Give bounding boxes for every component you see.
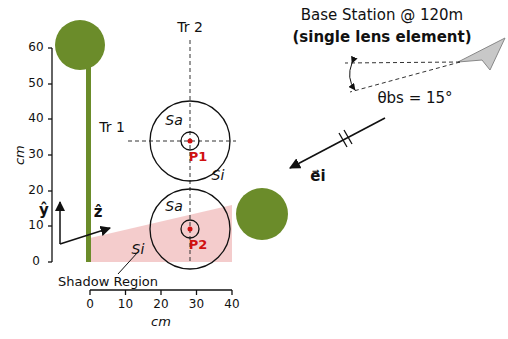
view-line <box>345 62 460 63</box>
x-axis <box>90 290 232 295</box>
point-label: P1 <box>189 150 208 164</box>
tick-label: 20 <box>153 298 168 311</box>
angle-arc <box>350 63 355 90</box>
trace-line <box>128 141 236 142</box>
axis-arrow <box>60 228 110 244</box>
tick-label: 20 <box>28 184 43 197</box>
shadow-region <box>90 205 232 262</box>
tick-label: 10 <box>28 219 43 232</box>
tick-label: 40 <box>224 298 239 311</box>
region-label: Sa <box>165 199 182 214</box>
point-label: P2 <box>189 238 208 252</box>
tick-label: 0 <box>86 298 94 311</box>
view-line <box>350 62 460 92</box>
heading-text: Base Station @ 120m <box>301 7 463 24</box>
point <box>188 227 193 232</box>
tick-label: 60 <box>28 41 43 54</box>
trace-label: Tr 1 <box>99 120 125 135</box>
region-label: Si <box>212 168 225 183</box>
tick-mark <box>344 130 352 144</box>
tree-trunk <box>86 62 91 262</box>
tick-label: 10 <box>118 298 133 311</box>
angle-label: θbs = 15° <box>377 90 452 107</box>
tick-label: 30 <box>28 148 43 161</box>
tick-mark <box>339 133 347 147</box>
tick-label: 30 <box>189 298 204 311</box>
bush <box>236 188 288 240</box>
heading-text: (single lens element) <box>292 29 471 46</box>
region-label: Shadow Region <box>58 275 158 289</box>
regions <box>150 101 230 269</box>
axis-label: ŷ <box>39 202 49 219</box>
region-label: Si <box>132 242 145 257</box>
tick-label: 50 <box>28 77 43 90</box>
axis-arrow <box>59 202 61 244</box>
tree-crown <box>55 20 105 70</box>
tick-label: 40 <box>28 112 43 125</box>
axis-unit: cm <box>151 315 171 329</box>
y-axis <box>48 48 52 262</box>
vector-arrow <box>290 118 385 168</box>
vector-label: e⃗i <box>310 168 325 185</box>
axis-label: ẑ <box>94 204 103 221</box>
point <box>188 139 193 144</box>
tick-label: 0 <box>32 255 40 268</box>
region-label: Sa <box>165 113 182 128</box>
axis-unit: cm <box>13 145 27 165</box>
trace-label: Tr 2 <box>177 20 203 35</box>
